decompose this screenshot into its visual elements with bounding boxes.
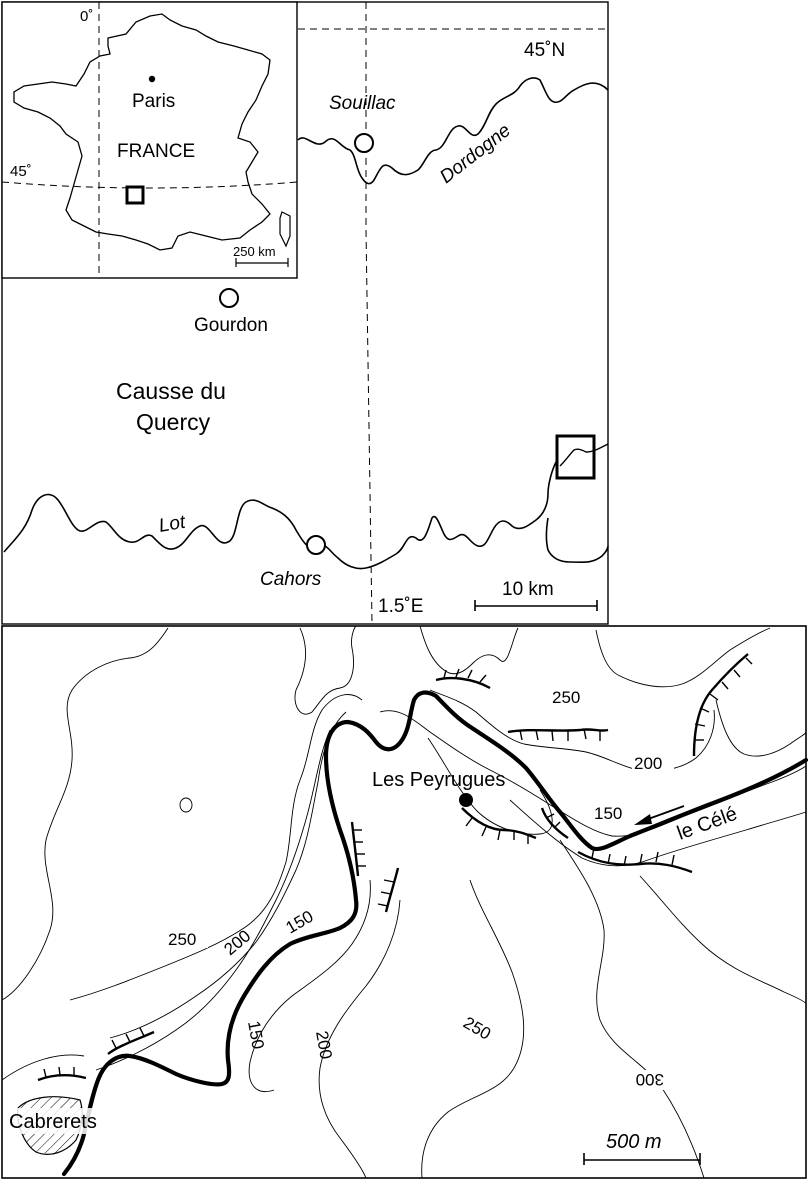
scale-label-250km: 250 km <box>233 244 276 259</box>
cliff-top-center <box>435 676 491 690</box>
contour-label-200-lower: 200 <box>312 1029 336 1060</box>
contour-200-upper <box>429 689 715 772</box>
souillac-label: Souillac <box>329 93 396 114</box>
longitude-label: 1.5˚E <box>378 596 423 617</box>
paris-label: Paris <box>132 91 175 112</box>
corsica-outline <box>279 211 291 248</box>
cahors-label: Cahors <box>260 569 322 590</box>
contour-250-lower <box>421 879 525 1179</box>
cliff-ticks <box>43 657 753 1078</box>
contour-hilltop-small <box>179 797 193 813</box>
river-flow-arrow <box>634 805 685 825</box>
contour-label-250-top: 250 <box>552 688 580 707</box>
dordogne-river <box>297 77 609 185</box>
scale-bar-500m <box>583 1153 701 1165</box>
cliff-cabrerets-upper <box>107 1030 155 1055</box>
contour-250-left <box>69 694 363 1001</box>
detail-map: Les Peyrugues le Célé Cabrerets 250 200 … <box>1 625 808 1179</box>
contour-250-upper-right <box>595 627 771 688</box>
contour-150-inner-right <box>248 879 371 1092</box>
regional-map-frame <box>1 1 609 625</box>
gourdon-label: Gourdon <box>194 315 268 336</box>
cabrerets-label-backing <box>8 1108 130 1134</box>
dordogne-label: Dordogne <box>436 120 515 188</box>
meridian-0-label: 0˚ <box>80 8 93 25</box>
paris-dot <box>148 75 156 83</box>
cabrerets-label: Cabrerets <box>9 1111 97 1133</box>
inset-frame <box>1 1 298 279</box>
meridian-1-5-line-lower <box>365 229 373 625</box>
cliff-cabrerets-left <box>37 1074 87 1082</box>
contour-250-top-2 <box>419 625 519 675</box>
gourdon-marker <box>219 288 239 308</box>
contour-left-lower <box>1 1054 85 1081</box>
cele-inflow-segment <box>559 443 609 467</box>
france-outline <box>13 13 271 251</box>
souillac-marker <box>354 133 374 153</box>
cliff-symbols <box>37 653 749 1082</box>
contour-label-200-left: 200 <box>220 926 254 959</box>
peyrugues-site-dot <box>459 793 473 807</box>
lot-label: Lot <box>157 512 187 537</box>
scale-label-10km: 10 km <box>502 579 554 600</box>
plateau-label-line1: Causse du <box>116 378 226 404</box>
scale-bar-10km <box>474 600 598 611</box>
cahors-marker <box>306 535 326 555</box>
contour-label-250-lower: 250 <box>460 1013 494 1044</box>
study-area-marker <box>125 185 145 205</box>
contour-label-150-lower: 150 <box>244 1019 268 1050</box>
contour-label-300: 300 <box>636 1070 664 1089</box>
parallel-45-label: 45˚ <box>10 163 32 180</box>
cele-river-label: le Célé <box>674 803 740 845</box>
contour-labels: 250 200 150 250 200 150 150 200 250 300 <box>166 686 674 1090</box>
lot-river <box>3 461 557 570</box>
cliff-lower-right <box>577 850 693 874</box>
contour-lines <box>1 625 807 1179</box>
contour-200-lower <box>318 899 401 1179</box>
contour-250-top <box>294 625 357 715</box>
parallel-45n-label: 45˚N <box>524 40 565 61</box>
plateau-label-line2: Quercy <box>136 409 211 435</box>
contour-150-upper <box>379 710 807 837</box>
cliff-cele-inner <box>540 807 569 839</box>
parallel-45-line-inset <box>1 181 298 189</box>
contour-150-lower-band <box>509 799 807 867</box>
detail-area-box <box>555 434 596 480</box>
contour-300-far-right <box>639 875 807 1005</box>
cliff-top-center-2 <box>507 728 609 734</box>
regional-map: 45˚N 1.5˚E Souillac Dordogne Gourdon Cau… <box>1 1 609 625</box>
contour-label-150-right: 150 <box>594 804 622 823</box>
cliff-peyrugues <box>461 807 537 840</box>
contour-left-outer <box>1 627 169 1001</box>
contour-peyrugues-spur <box>427 737 553 835</box>
contour-300 <box>559 839 705 1179</box>
contour-label-200-right: 200 <box>634 754 662 773</box>
scale-bar-250km <box>235 258 289 267</box>
contour-label-250-left: 250 <box>168 930 196 949</box>
contour-200-upper-2 <box>715 699 807 757</box>
contour-label-150-left: 150 <box>283 907 317 938</box>
cliff-upper-right <box>692 653 749 757</box>
contour-150-left <box>95 729 331 1071</box>
france-inset: 0˚ 45˚ Paris FRANCE 250 km <box>1 1 298 279</box>
cliff-mid-bend <box>384 867 400 913</box>
lot-river-tributary <box>545 517 609 564</box>
cliff-left-bend <box>350 821 360 877</box>
france-label: FRANCE <box>117 141 195 162</box>
peyrugues-label: Les Peyrugues <box>372 769 505 791</box>
detail-map-frame <box>1 625 807 1179</box>
contour-200-left <box>109 711 347 1039</box>
cele-river <box>61 690 808 1177</box>
scale-label-500m: 500 m <box>606 1131 662 1153</box>
